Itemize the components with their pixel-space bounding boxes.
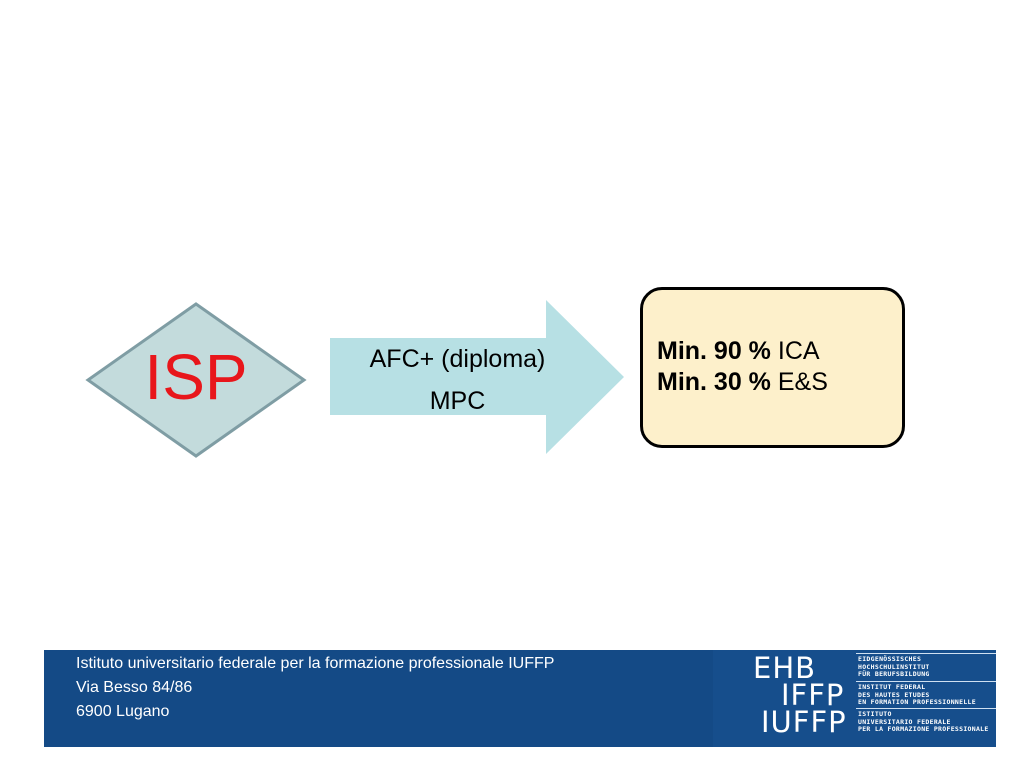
logo-rule (856, 653, 996, 654)
requirements-box (640, 287, 905, 448)
requirement-es: Min. 30 % E&S (657, 368, 828, 396)
requirement-ica: Min. 90 % ICA (657, 337, 820, 365)
footer-city: 6900 Lugano (76, 703, 170, 720)
footer-address: Istituto universitario federale per la f… (76, 652, 554, 724)
logo-ehb: EHB (753, 651, 817, 685)
process-arrow (330, 300, 624, 454)
logo-iffp: IFFP (781, 678, 845, 712)
arrow-text: AFC+ (diploma) MPC (330, 338, 585, 422)
arrow-line-2: MPC (429, 387, 486, 415)
requirements-text: Min. 90 % ICA Min. 30 % E&S (657, 336, 828, 398)
footer-street: Via Besso 84/86 (76, 679, 193, 696)
logo-rule (856, 708, 996, 709)
isp-label: ISP (144, 341, 248, 413)
footer-institute: Istituto universitario federale per la f… (76, 655, 555, 672)
logo-rule (856, 681, 996, 682)
isp-diamond (85, 302, 307, 458)
arrow-line-1: AFC+ (diploma) (369, 345, 546, 373)
logo-iuffp: IUFFP (761, 705, 847, 739)
